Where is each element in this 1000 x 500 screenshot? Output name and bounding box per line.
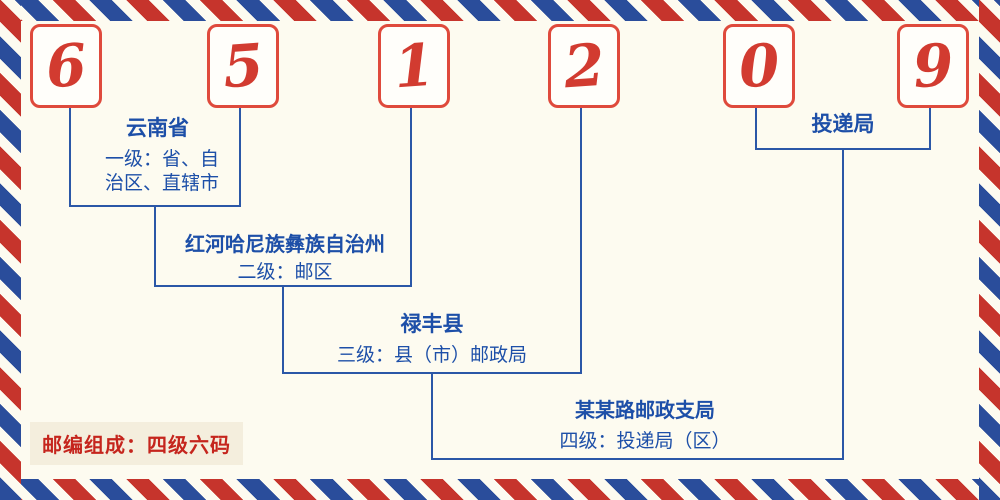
level4-place: 某某路邮政支局	[575, 400, 715, 422]
digit-box-2: 5	[207, 24, 279, 108]
connector-l1-left	[69, 102, 71, 205]
digit-box-3: 1	[378, 24, 450, 108]
digit-3: 1	[391, 30, 437, 102]
delivery-label: 投递局	[811, 113, 875, 136]
airmail-border-right	[979, 0, 1000, 500]
digit-box-1: 6	[30, 24, 102, 108]
connector-delivery-left	[755, 102, 757, 148]
level3-desc: 三级：县（市）邮政局	[336, 345, 527, 366]
level1-desc-line2: 治区、直辖市	[104, 173, 219, 194]
connector-l2-left	[154, 205, 156, 285]
digit-5: 0	[736, 30, 782, 102]
digit-2: 5	[220, 30, 266, 102]
digit-4: 2	[561, 30, 607, 102]
level1-desc-line1: 一级：省、自	[104, 149, 219, 170]
level2-desc: 二级：邮区	[237, 262, 333, 283]
digit-1: 6	[43, 30, 89, 102]
level1-place: 云南省	[126, 117, 189, 140]
digit-box-4: 2	[548, 24, 620, 108]
airmail-border-left	[0, 0, 21, 500]
connector-l4-bottom	[431, 458, 844, 460]
connector-l1-right	[239, 102, 241, 205]
connector-l4-left	[431, 372, 433, 458]
digit-6: 9	[910, 30, 956, 102]
airmail-border-top	[0, 0, 1000, 21]
connector-l2-right	[410, 102, 412, 285]
connector-l3-right	[580, 102, 582, 372]
level2-place: 红河哈尼族彝族自治州	[185, 234, 385, 256]
airmail-border-bottom	[0, 479, 1000, 500]
connector-delivery-right	[929, 102, 931, 148]
connector-l4-right	[842, 148, 844, 458]
connector-l3-left	[282, 285, 284, 372]
composition-note: 邮编组成：四级六码	[30, 422, 243, 465]
level3-place: 禄丰县	[400, 313, 464, 336]
digit-box-6: 9	[897, 24, 969, 108]
level4-desc: 四级：投递局（区）	[559, 431, 731, 452]
digit-box-5: 0	[723, 24, 795, 108]
